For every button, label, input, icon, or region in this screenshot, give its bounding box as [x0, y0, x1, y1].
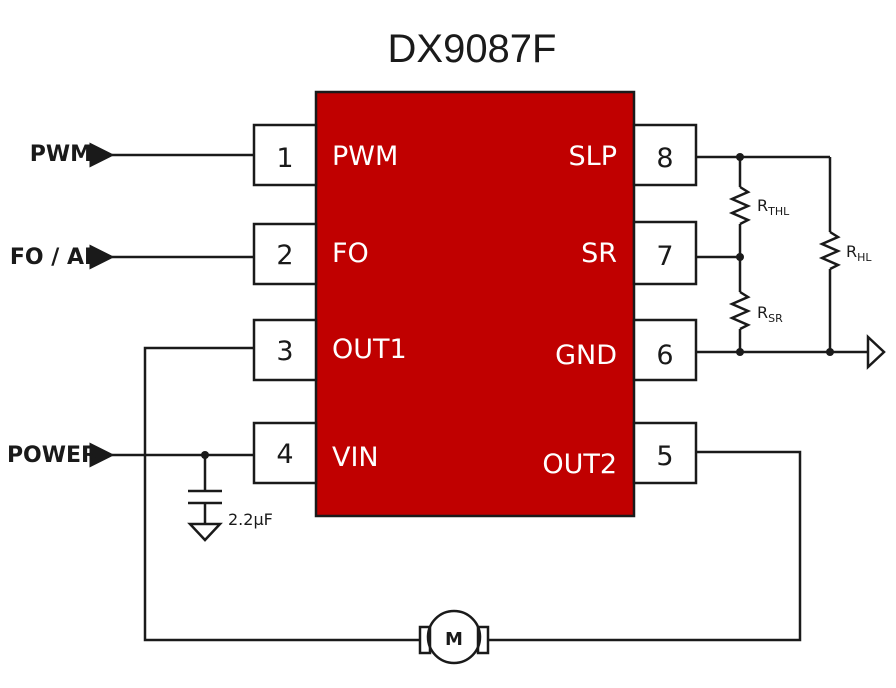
motor-label: M: [445, 629, 463, 650]
capacitor-label: 2.2μF: [228, 510, 273, 529]
chip-title: DX9087F: [388, 27, 557, 71]
pin-8-number: 8: [656, 143, 673, 174]
rhl-label: RHL: [846, 242, 872, 264]
pin-1-label: PWM: [332, 141, 398, 172]
pin-5-number: 5: [656, 441, 673, 472]
pin-7-box: [632, 220, 698, 286]
rhl-resistor: [818, 230, 842, 271]
rsr-label: RSR: [757, 303, 783, 325]
pin-8-label: SLP: [569, 141, 617, 172]
pin-6-box: [632, 318, 698, 382]
ic-body: [314, 90, 636, 518]
rthl-resistor: [728, 185, 752, 226]
rthl-label: RTHL: [757, 196, 790, 218]
pin-5-label: OUT2: [542, 449, 617, 480]
out2-motor-wire: [488, 450, 802, 642]
pin-6-label: GND: [555, 340, 617, 371]
pin-4-number: 4: [276, 439, 293, 470]
pin-7-number: 7: [656, 241, 673, 272]
pin-7-label: SR: [581, 238, 617, 269]
motor-terminal-right: [476, 625, 490, 655]
pin-8-box: [632, 123, 698, 187]
pwm-signal-label: PWM: [30, 142, 92, 167]
pin-4-box: [252, 421, 318, 485]
pin-2-box: [252, 222, 318, 286]
pin-2-label: FO: [332, 238, 369, 269]
pin-1-box: [252, 123, 318, 187]
motor-icon: [426, 609, 482, 665]
pin-1-number: 1: [276, 143, 293, 174]
pin-2-number: 2: [276, 240, 293, 271]
pin-4-label: VIN: [332, 442, 379, 473]
ground-icon: [866, 334, 886, 370]
cap-ground-icon: [187, 522, 223, 542]
gnd-junction-dot-1: [736, 348, 744, 356]
pin-5-box: [632, 421, 698, 485]
out1-motor-wire: [143, 346, 420, 642]
pin-6-number: 6: [656, 340, 673, 371]
rsr-resistor: [728, 290, 752, 331]
power-signal-label: POWER: [7, 443, 98, 468]
gnd-junction-dot-2: [826, 348, 834, 356]
pin-3-box: [252, 318, 318, 382]
pin-3-label: OUT1: [332, 334, 407, 365]
fo-signal-label: FO / AL: [10, 245, 98, 270]
pin-3-number: 3: [276, 336, 293, 367]
motor-terminal-left: [418, 625, 432, 655]
